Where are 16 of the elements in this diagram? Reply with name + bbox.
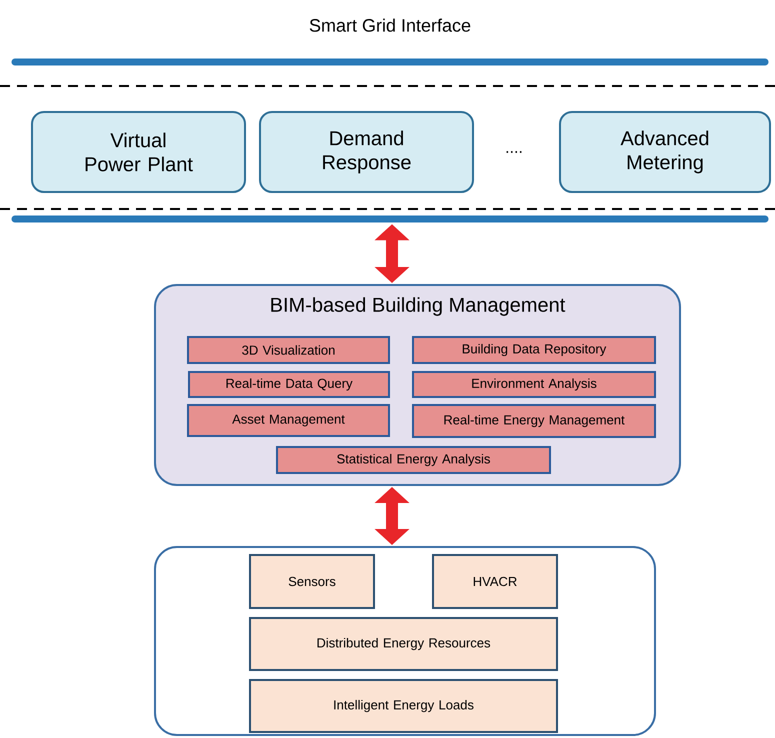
device-box: HVACR	[432, 554, 558, 609]
function-box: Environment Analysis	[412, 371, 656, 398]
function-box: 3D Visualization	[187, 336, 390, 364]
function-box: Statistical Energy Analysis	[276, 446, 551, 474]
function-box: Real-time Energy Management	[412, 404, 656, 438]
device-box: Sensors	[249, 554, 375, 609]
function-box: Real-time Data Query	[188, 371, 390, 398]
ellipsis-text: ....	[506, 151, 522, 153]
device-box: Distributed Energy Resources	[249, 617, 558, 671]
heading: Smart Grid Interface	[310, 18, 470, 32]
device-box: Intelligent Energy Loads	[249, 679, 558, 733]
function-box: Asset Management	[187, 404, 390, 437]
service-box: Demand Response	[259, 111, 474, 193]
service-box: Advanced Metering	[559, 111, 772, 193]
function-box: Building Data Repository	[412, 336, 656, 364]
service-box: Virtual Power Plant	[31, 111, 246, 193]
